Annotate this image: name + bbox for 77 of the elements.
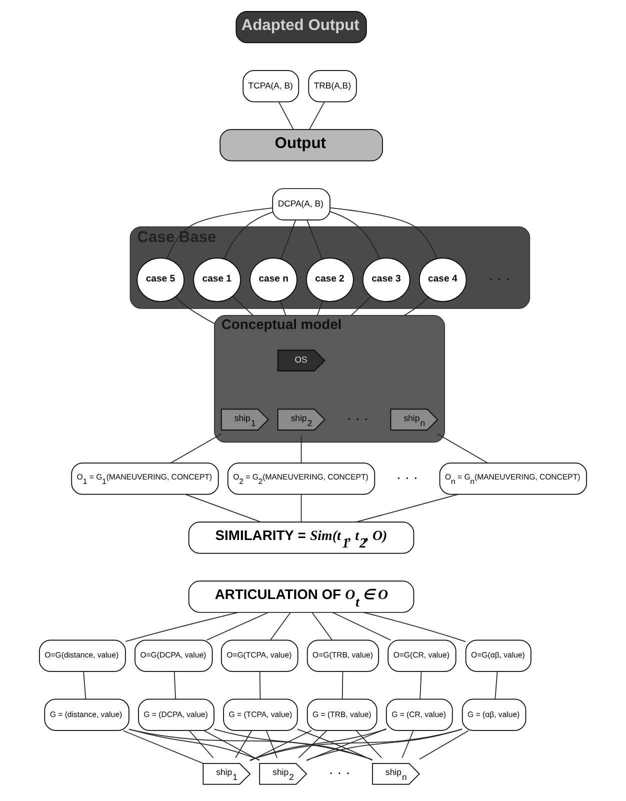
node-box: G = (αβ, value) [462,698,526,731]
node-box: G = (TRB, value) [306,698,378,731]
connector [342,671,344,700]
node-box: O=G(DCPA, value) [134,640,213,672]
connector [356,730,382,758]
connector [332,612,392,641]
node-box: O=G(distance, value) [39,640,126,672]
node-circle: case 2 [306,258,354,302]
connector [280,300,286,316]
connector [306,220,323,260]
connector [300,435,302,464]
connector [206,612,268,641]
connector [250,728,462,761]
connector [232,296,254,316]
label: · · · [346,410,369,426]
node-circle: case n [250,258,298,302]
node-box: O=G(TCPA, value) [220,640,298,672]
label: · · · [396,468,418,485]
connector [128,729,373,760]
connector [266,730,278,758]
node-box: G = (distance, value) [44,698,130,731]
connector [174,671,176,700]
connector [214,728,373,760]
connector [175,296,215,324]
connector [83,671,86,700]
connector [270,612,291,640]
connector [404,296,429,316]
connector [170,434,222,464]
connector [259,671,261,700]
label: · · · [328,764,350,780]
connector [420,671,422,700]
node-box: G = (DCPA, value) [138,698,214,731]
node-box: TCPA(A, B) [242,70,300,102]
connector [298,730,327,758]
node-circle: case 1 [193,258,241,302]
connector [297,728,373,761]
connector [330,211,380,260]
connector [306,728,462,761]
node-box: TRB(A,B) [308,70,357,102]
node-box: Adapted Output [236,11,367,44]
connector [280,220,296,260]
connector [250,728,387,761]
connector [185,494,262,522]
node-box: DCPA(A, B) [272,188,330,220]
node-circle: case 5 [136,258,184,302]
connector [350,296,372,316]
node-circle: case 3 [362,258,410,302]
connector [330,207,438,260]
connector [166,207,273,260]
connector [402,730,414,758]
connector [312,612,332,640]
connector [437,434,488,464]
node-box: O=G(CR, value) [388,640,456,672]
node-box: Output [220,129,383,162]
connector [355,494,459,522]
connector [189,730,214,758]
connector [235,730,252,758]
connector [224,212,274,260]
connector [125,612,239,642]
connector [250,730,312,762]
connector [494,671,498,700]
connector [306,728,387,762]
connector [316,300,324,316]
label: · · · [488,270,510,286]
connector [309,102,325,130]
connector [419,730,469,760]
connector [363,612,466,642]
connector [204,730,260,761]
connector [300,494,302,522]
node-box: G = (TCPA, value) [223,698,298,731]
connector [278,102,294,130]
node-box: G = (CR, value) [386,698,453,731]
connector [122,730,204,764]
connector [128,728,260,760]
node-circle: case 4 [418,258,467,302]
node-box: O=G(αβ, value) [465,640,532,672]
node-box: O=G(TRB, value) [306,640,379,672]
